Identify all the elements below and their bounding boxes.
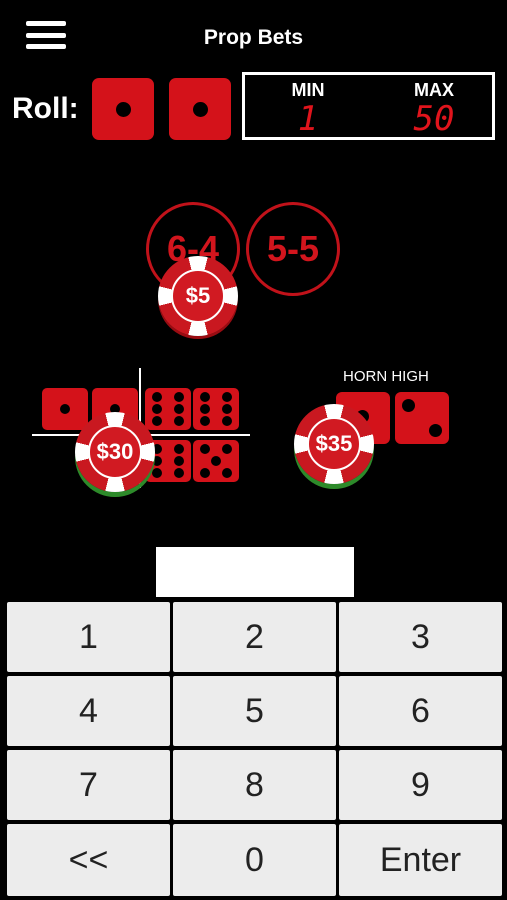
table-limits-display: MIN 1 MAX 50 [242,72,495,140]
key-8[interactable]: 8 [173,750,336,820]
key-3[interactable]: 3 [339,602,502,672]
key-0[interactable]: 0 [173,824,336,896]
max-limit: MAX 50 [371,75,497,137]
chip-value: $35 [307,417,361,471]
key-6[interactable]: 6 [339,676,502,746]
key-enter[interactable]: Enter [339,824,502,896]
chip-value: $5 [171,269,225,323]
roll-die-1[interactable] [92,78,154,140]
hop-die-5 [193,440,239,482]
key-5[interactable]: 5 [173,676,336,746]
hop-die-6a [145,388,191,430]
max-value: 50 [413,99,455,139]
bet-circle-5-5[interactable]: 5-5 [246,202,340,296]
bet-chip-30[interactable]: $30 [75,412,155,492]
key-9[interactable]: 9 [339,750,502,820]
hop-die-6b [193,388,239,430]
max-label: MAX [414,80,454,100]
bet-chip-5[interactable]: $5 [158,256,238,336]
page-title: Prop Bets [203,26,304,49]
key-7[interactable]: 7 [7,750,170,820]
bet-amount-input[interactable] [156,547,354,597]
key-2[interactable]: 2 [173,602,336,672]
horn-die-2 [395,392,449,444]
min-limit: MIN 1 [245,75,371,137]
roll-label: Roll: [12,92,79,125]
chip-value: $30 [88,425,142,479]
hop-die-6c [145,440,191,482]
roll-die-2[interactable] [169,78,231,140]
numeric-keypad: 1 2 3 4 5 6 7 8 9 << 0 Enter [5,600,504,898]
bet-chip-35[interactable]: $35 [294,404,374,484]
min-value: 1 [297,99,319,139]
hamburger-menu-icon[interactable] [26,21,66,49]
min-label: MIN [291,80,325,100]
horn-high-label: HORN HIGH [343,368,429,385]
key-1[interactable]: 1 [7,602,170,672]
hop-die-1a [42,388,88,430]
key-backspace[interactable]: << [7,824,170,896]
key-4[interactable]: 4 [7,676,170,746]
